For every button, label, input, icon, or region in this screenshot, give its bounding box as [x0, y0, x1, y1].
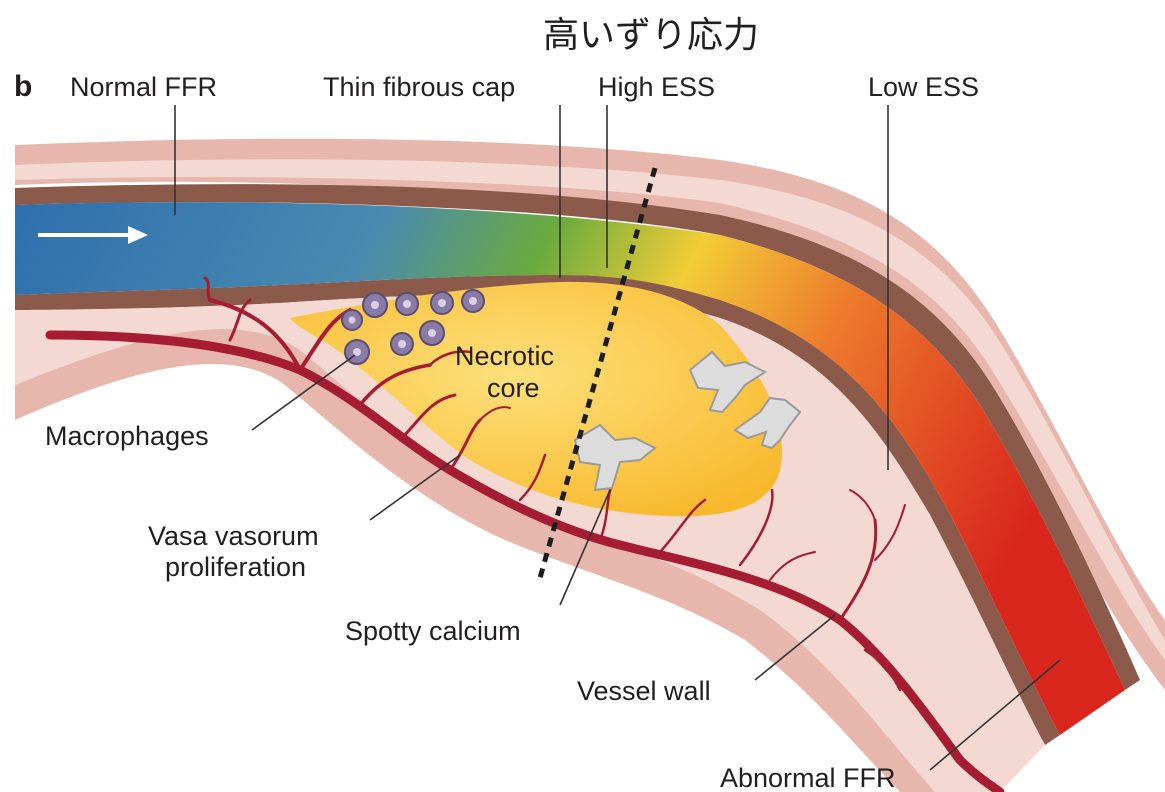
label-low-ess: Low ESS: [868, 72, 979, 102]
label-thin-fibrous-cap: Thin fibrous cap: [323, 72, 515, 102]
label-vessel-wall: Vessel wall: [577, 676, 711, 706]
macrophage-cell: [342, 310, 362, 330]
panel-letter: b: [14, 70, 32, 103]
label-spotty-calcium: Spotty calcium: [345, 616, 521, 646]
label-high-ess: High ESS: [598, 72, 715, 102]
annotation-high-shear-stress: 高いずり応力: [543, 15, 759, 56]
label-necrotic-core-line2: core: [487, 373, 540, 403]
macrophage-cell: [363, 293, 387, 317]
macrophage-cell: [420, 321, 444, 345]
label-normal-ffr: Normal FFR: [70, 72, 217, 102]
macrophage-cell: [431, 292, 453, 314]
macrophage-cell: [396, 293, 418, 315]
macrophage-cell: [391, 333, 413, 355]
label-vasa-vasorum-line2: proliferation: [165, 552, 306, 582]
label-vasa-vasorum-line1: Vasa vasorum: [148, 521, 319, 551]
label-necrotic-core-line1: Necrotic: [455, 341, 554, 371]
label-macrophages: Macrophages: [45, 421, 209, 451]
label-abnormal-ffr: Abnormal FFR: [720, 763, 896, 792]
macrophage-cell: [462, 290, 484, 312]
